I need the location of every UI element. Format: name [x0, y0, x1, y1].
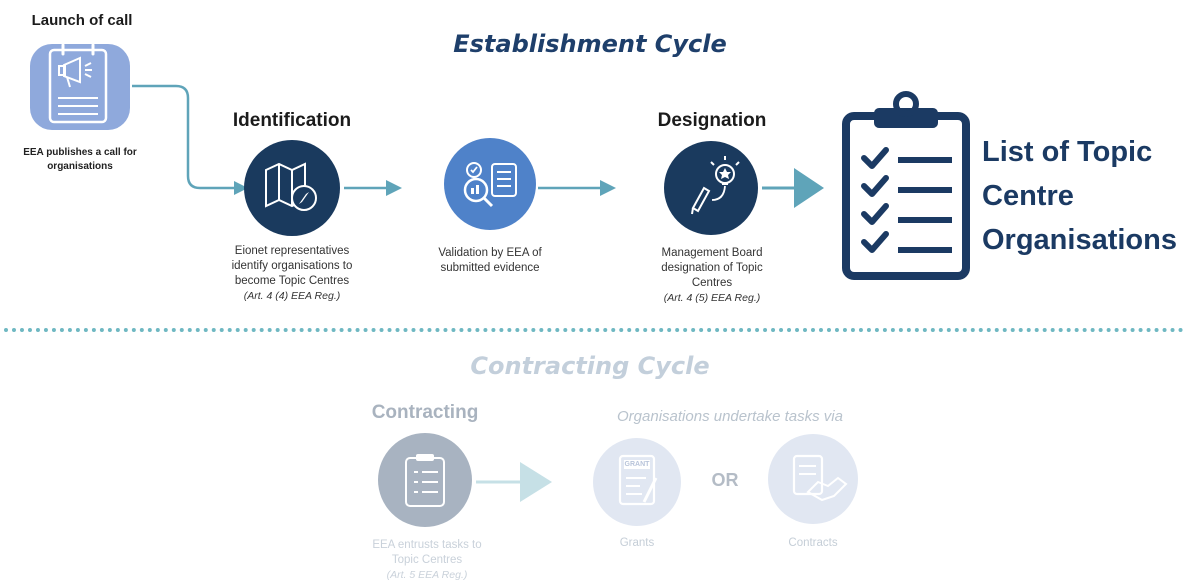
- contracting-clipboard-icon: [378, 433, 472, 527]
- validation-caption-line: Validation by EEA of: [438, 247, 542, 259]
- launch-caption: EEA publishes a call for organisations: [23, 147, 137, 172]
- identification-reference-text: (Art. 4 (4) EEA Reg.): [243, 290, 341, 302]
- undertake-title: Organisations undertake tasks via: [617, 408, 843, 425]
- grant-document-icon: [593, 438, 681, 526]
- contracting-caption: EEA entrusts tasks to Topic Centres (Art…: [352, 538, 502, 583]
- list-title-line: Organisations: [982, 224, 1177, 256]
- map-compass-icon: [244, 140, 340, 236]
- megaphone-icon: [30, 43, 130, 130]
- cycle-divider: [4, 328, 1184, 332]
- list-title-line: List of Topic: [982, 136, 1153, 168]
- identification-caption-line: identify organisations to: [231, 260, 353, 272]
- contracting-caption-line: Topic Centres: [391, 554, 463, 566]
- grant-icon-text: GRANT: [624, 461, 650, 468]
- designation-reference: (Art. 4 (5) EEA Reg.): [632, 291, 792, 306]
- contracting-reference: (Art. 5 EEA Reg.): [352, 568, 502, 583]
- list-title: List of Topic Centre Organisations: [982, 130, 1182, 262]
- designation-caption: Management Board designation of Topic Ce…: [632, 246, 792, 306]
- identification-caption: Eionet representatives identify organisa…: [206, 244, 378, 304]
- establishment-cycle-title: Establishment Cycle: [453, 30, 727, 58]
- designation-reference-text: (Art. 4 (5) EEA Reg.): [663, 292, 761, 304]
- launch-title: Launch of call: [31, 12, 133, 29]
- contracting-caption-line: EEA entrusts tasks to: [372, 539, 482, 551]
- designation-caption-line: designation of Topic: [661, 262, 763, 274]
- validation-caption-line: submitted evidence: [440, 262, 540, 274]
- designation-caption-line: Centres: [691, 277, 733, 289]
- identification-caption-line: become Topic Centres: [234, 275, 350, 287]
- or-label: OR: [711, 470, 739, 490]
- contracting-cycle-title: Contracting Cycle: [470, 352, 710, 380]
- contracts-label: Contracts: [788, 537, 838, 549]
- designation-caption-line: Management Board: [661, 247, 763, 259]
- contracting-title: Contracting: [371, 402, 479, 423]
- validation-caption: Validation by EEA of submitted evidence: [410, 246, 570, 276]
- pencil-lightbulb-icon: [664, 141, 758, 235]
- contracting-reference-text: (Art. 5 EEA Reg.): [386, 569, 468, 581]
- list-title-line: Centre: [982, 180, 1074, 212]
- grants-label: Grants: [619, 537, 655, 549]
- designation-title: Designation: [657, 110, 767, 131]
- handshake-icon: [768, 434, 858, 524]
- checklist-clipboard-icon: [842, 91, 970, 280]
- identification-reference: (Art. 4 (4) EEA Reg.): [206, 289, 378, 304]
- identification-caption-line: Eionet representatives: [234, 245, 350, 257]
- magnifier-chart-icon: [444, 138, 536, 230]
- identification-title: Identification: [232, 110, 352, 131]
